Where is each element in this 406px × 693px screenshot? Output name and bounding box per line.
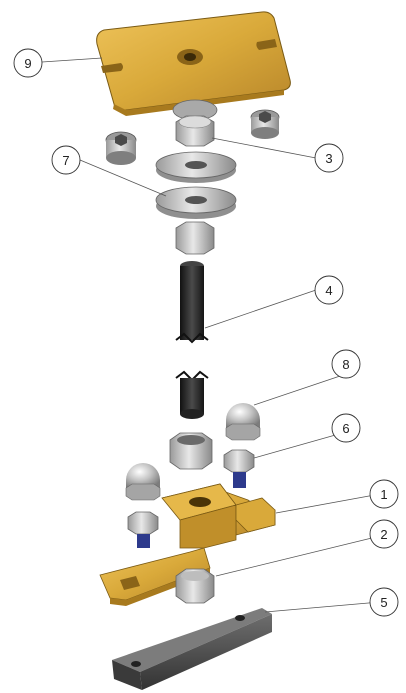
callout-7: 7: [51, 145, 81, 175]
callout-2: 2: [369, 519, 399, 549]
part-5-rail: [112, 608, 272, 690]
callout-5: 5: [369, 587, 399, 617]
leader-3: [211, 137, 317, 159]
acorn-nut-left: [125, 463, 161, 501]
socket-cap-screw-left: [105, 131, 137, 165]
bracket-hex-bolt: [127, 511, 159, 548]
part-7-washers: [155, 151, 237, 219]
leader-2: [215, 535, 381, 577]
part-6-hex-bolt: [223, 449, 255, 488]
leader-6: [253, 431, 347, 459]
svg-text:7: 7: [62, 153, 69, 168]
leader-9: [41, 57, 103, 63]
part-2-lower-hex-nut: [175, 568, 215, 604]
middle-hex-nut: [169, 432, 213, 470]
svg-text:2: 2: [380, 527, 387, 542]
callout-6: 6: [331, 413, 361, 443]
svg-text:6: 6: [342, 421, 349, 436]
callout-1: 1: [369, 479, 399, 509]
part-8-acorn-nut: [225, 403, 261, 441]
svg-text:3: 3: [325, 151, 332, 166]
callout-3: 3: [314, 143, 344, 173]
leader-5: [264, 601, 381, 613]
stack-lower-hex-nut: [175, 221, 215, 255]
leader-8: [253, 373, 347, 406]
socket-cap-screw-right: [250, 109, 280, 139]
callout-9: 9: [13, 48, 43, 78]
callout-8: 8: [331, 349, 361, 379]
svg-text:5: 5: [380, 595, 387, 610]
part-4-threaded-rod: [175, 261, 209, 419]
svg-text:8: 8: [342, 357, 349, 372]
svg-text:9: 9: [24, 56, 31, 71]
leader-lines: [41, 57, 381, 613]
callout-4: 4: [314, 275, 344, 305]
leader-7: [79, 159, 167, 197]
leader-1: [275, 493, 381, 514]
part-3-upper-hex-nut: [175, 115, 215, 147]
part-1-brass-bracket: [99, 483, 276, 606]
svg-text:1: 1: [380, 487, 387, 502]
svg-text:4: 4: [325, 283, 332, 298]
leader-4: [204, 289, 317, 329]
part-9-top-plate: [96, 11, 291, 116]
